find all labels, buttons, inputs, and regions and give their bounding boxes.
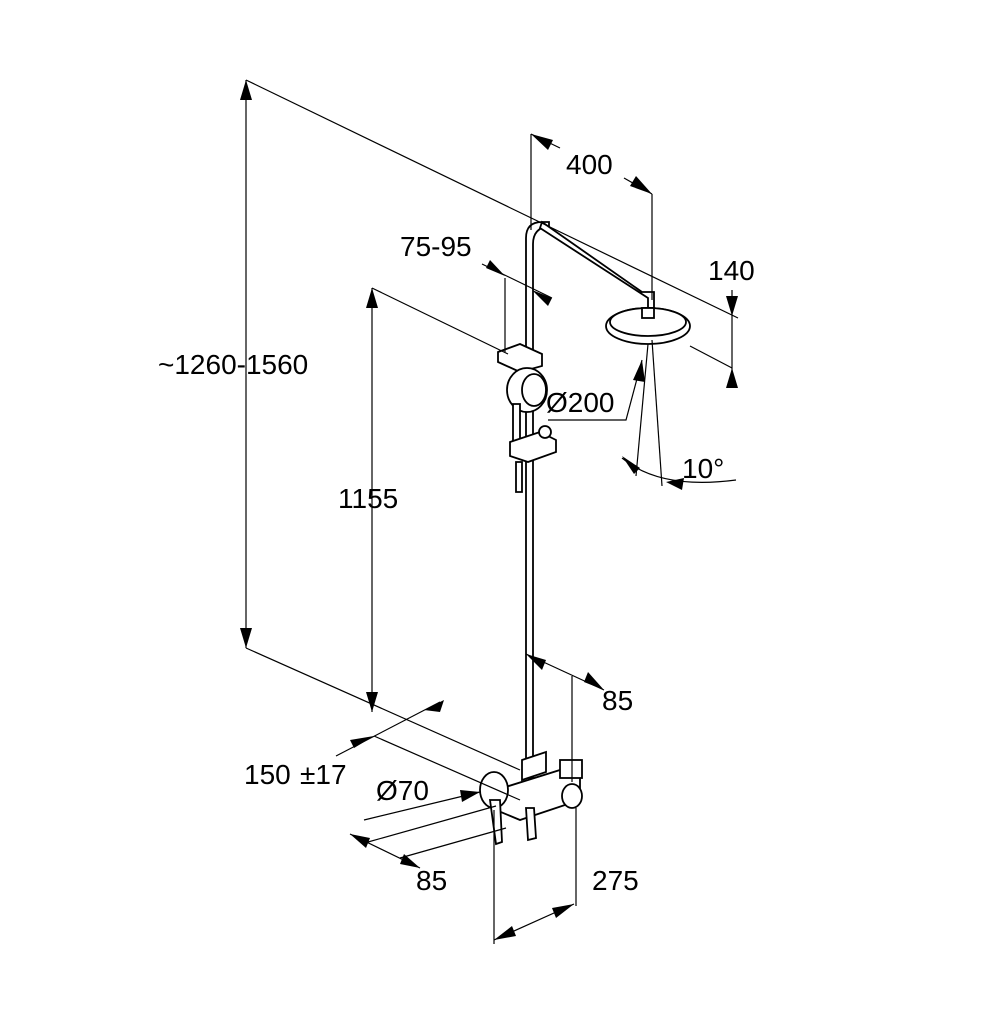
- head-height-ext-bottom: [689, 345, 733, 369]
- mixer-depth-ext-b: [399, 827, 507, 859]
- mixer-temp-box: [559, 759, 583, 779]
- bar-height-label: 1155: [338, 483, 398, 514]
- mixer-spout: [525, 807, 537, 842]
- dimension-labels: ~1260-1560 400 140 75-95 Ø200 10° 1155 8…: [158, 149, 755, 896]
- tilt-angle-line: [635, 343, 649, 477]
- bar-height-arrow-bottom: [366, 692, 378, 712]
- hand-shower-face: [521, 373, 547, 407]
- wall-offset-label: 85: [602, 685, 633, 716]
- mixer-width-label: 275: [592, 865, 639, 896]
- mixer-right-cap: [561, 783, 583, 809]
- slider-knob: [538, 425, 552, 439]
- overall-height-arrow-bottom: [240, 628, 252, 648]
- arm-length-label: 400: [566, 149, 613, 180]
- mixer-depth-ext: [367, 805, 497, 843]
- inlet-spacing-ext: [373, 735, 521, 801]
- mixer-depth-arrow-a: [350, 834, 370, 848]
- rosette-diameter-leader: [363, 791, 481, 821]
- holder-range-arrow-right: [532, 290, 552, 306]
- overall-height-ext-bottom: [245, 647, 521, 771]
- rosette-diameter-label: Ø70: [376, 775, 429, 806]
- overall-height-arrow-top: [240, 80, 252, 100]
- head-height-label: 140: [708, 255, 755, 286]
- head-diameter-label: Ø200: [546, 387, 615, 418]
- wall-offset-arrow-left: [526, 654, 546, 670]
- mixer-width-arrow-right: [552, 904, 574, 918]
- bar-height-ext-top: [371, 287, 509, 355]
- mixer-depth-label: 85: [416, 865, 447, 896]
- tilt-angle-label: 10°: [682, 453, 724, 484]
- inlet-spacing-tolerance-label: ±17: [300, 759, 347, 790]
- head-connector: [641, 307, 655, 319]
- head-arm: [538, 220, 655, 309]
- head-height-arrow-top: [726, 296, 738, 316]
- tilt-arrow-left: [622, 456, 640, 474]
- mixer-width-arrow-left: [494, 926, 516, 940]
- head-height-arrow-bottom: [726, 368, 738, 388]
- overall-height-label: ~1260-1560: [158, 349, 308, 380]
- mixer-top-connector: [521, 750, 547, 782]
- arm-length-arrow-right: [630, 176, 652, 194]
- inlet-spacing-arrow-a: [350, 736, 374, 748]
- wall-offset-arrow-right: [584, 672, 604, 690]
- dimension-lines: [240, 79, 739, 944]
- inlet-spacing-line: [335, 701, 441, 757]
- inlet-spacing-value-label: 150: [244, 759, 291, 790]
- tilt-ref-line: [651, 339, 663, 487]
- rosette-diameter-arrow: [460, 790, 480, 802]
- head-diameter-arrow: [633, 360, 645, 382]
- arm-length-arrow-left: [531, 134, 553, 150]
- riser-pipe: [525, 221, 550, 779]
- tilt-arrow-right: [666, 478, 684, 490]
- hose-end: [515, 461, 523, 493]
- holder-clamp: [497, 343, 543, 373]
- holder-range-arrow-left: [486, 260, 505, 276]
- inlet-spacing-arrow-b: [424, 700, 444, 712]
- mixer-depth-arrow-b: [400, 854, 420, 868]
- bar-height-arrow-top: [366, 288, 378, 308]
- holder-range-label: 75-95: [400, 231, 472, 262]
- shower-product-outline: [479, 220, 691, 846]
- overall-height-ext-top: [245, 79, 739, 319]
